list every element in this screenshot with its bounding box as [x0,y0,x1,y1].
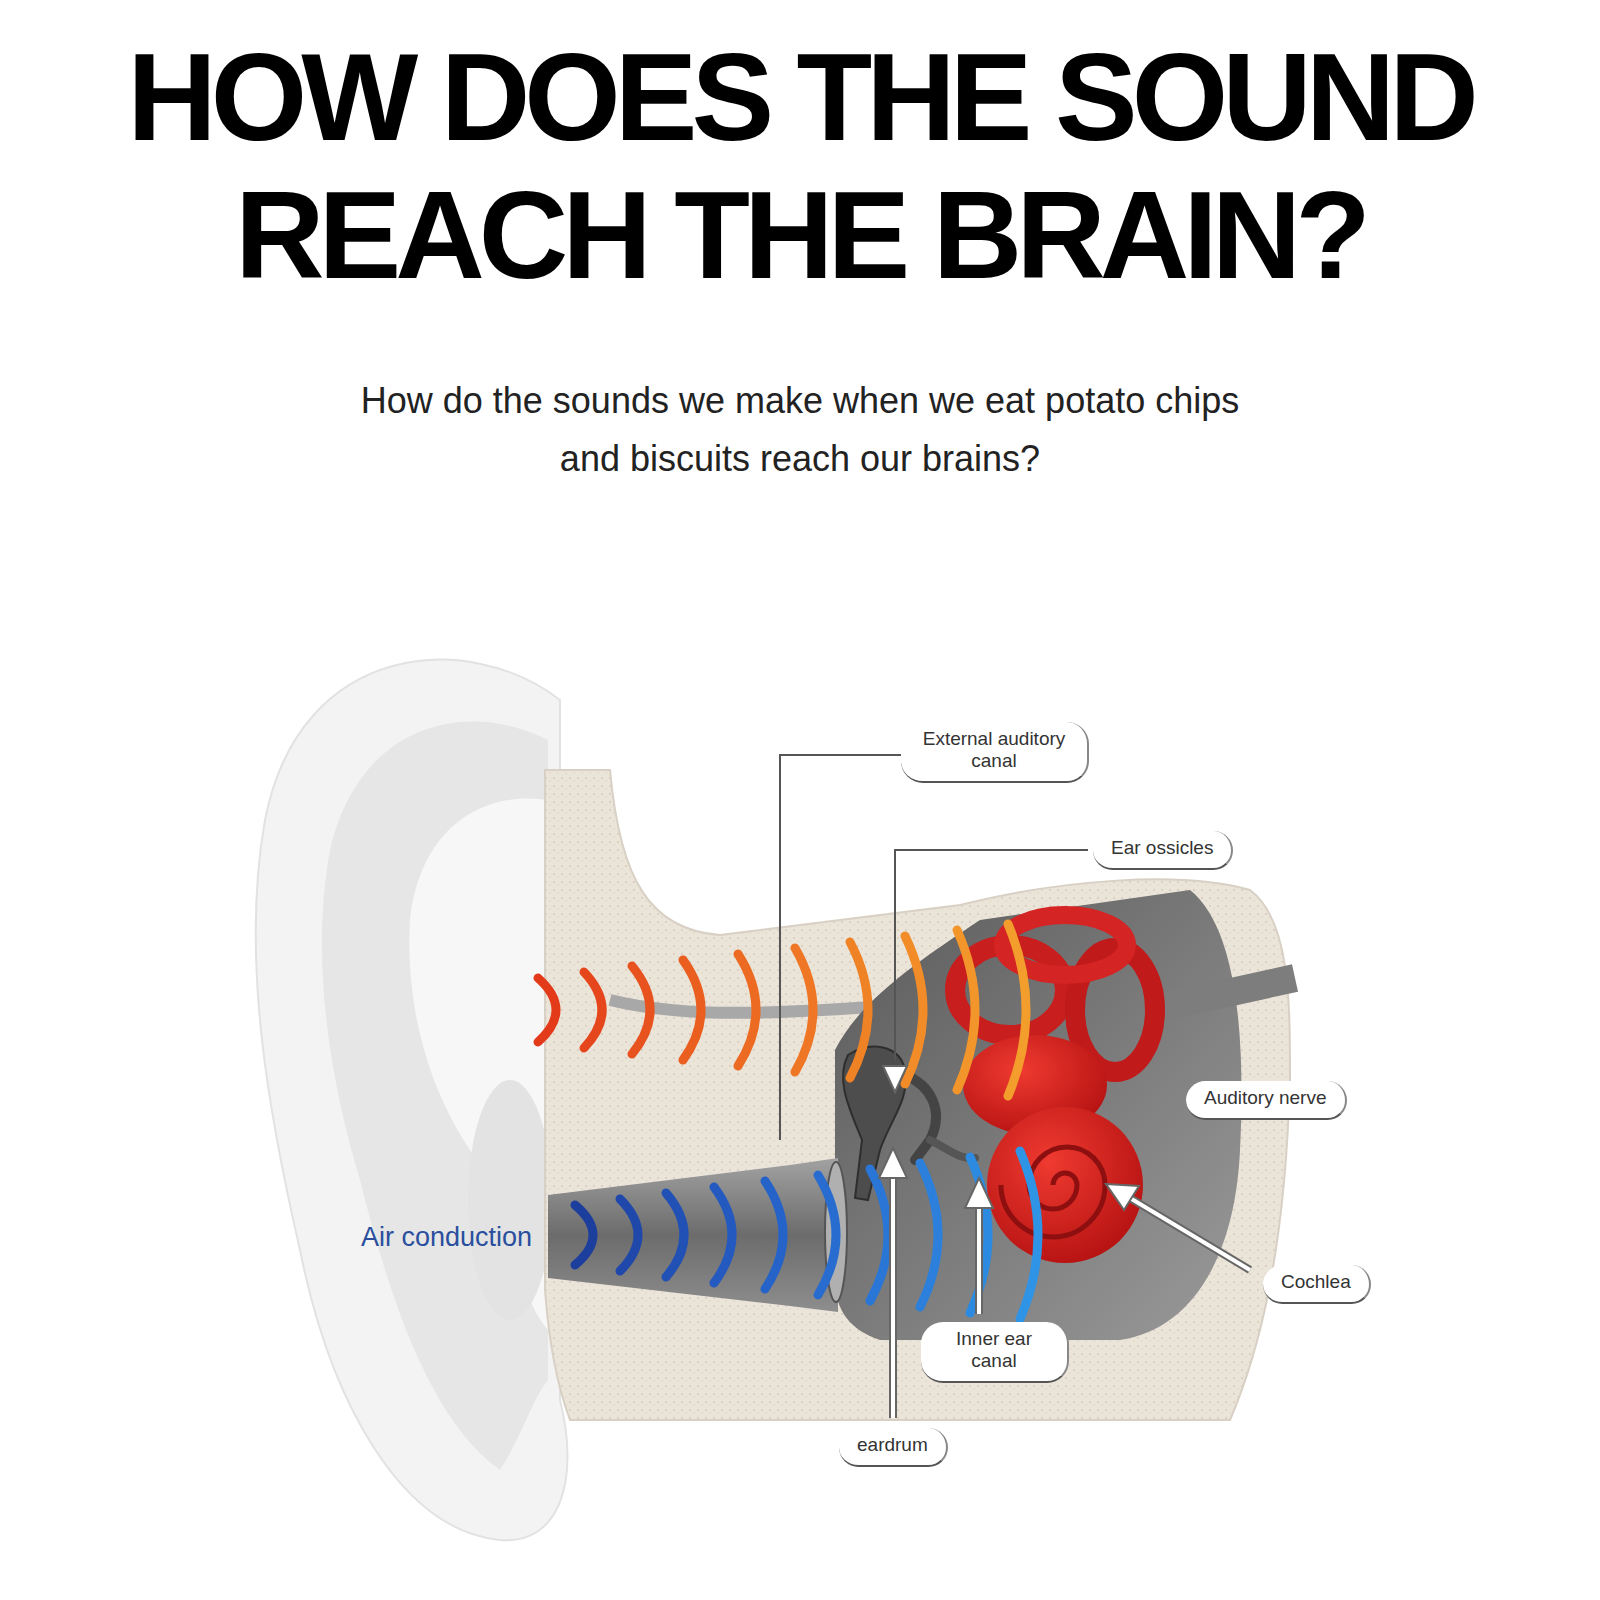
illustration-part [538,978,556,1042]
illustration-part [1020,1151,1038,1319]
illustration-part [1008,924,1026,1096]
illustration-part [975,1205,983,1314]
illustration-part [256,660,568,1541]
illustration-part [575,1205,593,1265]
illustration-part [545,770,1290,1420]
illustration-part [780,755,903,1140]
illustration-part [765,1181,783,1289]
illustration-part [895,850,1088,1060]
illustration-part [850,942,868,1078]
illustration-part [548,1158,838,1312]
illustration-part [818,1175,836,1295]
part-label: Auditory nerve [1186,1081,1347,1120]
illustration-part [977,1205,981,1314]
illustration-part [1150,978,1295,1010]
illustration-part [1001,1147,1105,1237]
air-conduction-waves [575,1151,1038,1319]
illustration-part [965,1178,993,1208]
illustration-part [905,1075,936,1160]
illustration-part [879,1148,907,1178]
illustration-part [987,1107,1143,1263]
illustration-part [795,948,813,1072]
illustration-part [1130,1198,1250,1270]
illustration-part [683,960,701,1060]
part-label: External auditory canal [901,722,1089,783]
part-label: Inner ear canal [921,1322,1069,1383]
illustration-part [620,1199,638,1271]
part-label: Cochlea [1263,1265,1371,1304]
pointer-arrows [879,1066,1250,1418]
subtitle: How do the sounds we make when we eat po… [330,372,1270,488]
illustration-part [920,1163,938,1307]
illustration-part [883,1066,907,1092]
illustration-part [584,972,602,1048]
outer-ear [256,660,568,1541]
illustration-part [738,954,756,1066]
illustration-part [889,1175,897,1418]
conduction-label: Air conduction [361,1221,532,1253]
illustration-part [1106,1184,1139,1210]
head-cross-section [545,770,1295,1420]
illustration-part [957,930,975,1090]
page-title: HOW DOES THE SOUND REACH THE BRAIN? [20,28,1580,304]
illustration-part [1130,1198,1250,1270]
illustration-part [714,1187,732,1283]
part-label: Ear ossicles [1093,831,1233,870]
illustration-part [891,1175,895,1418]
leader-lines [780,755,1088,1140]
part-label: eardrum [839,1428,948,1467]
illustration-part [870,1169,888,1301]
illustration-part [666,1193,684,1277]
illustration-part [905,936,923,1084]
illustration-part [468,1080,552,1320]
bone-conduction-waves [538,924,1026,1096]
illustration-part [632,966,650,1054]
